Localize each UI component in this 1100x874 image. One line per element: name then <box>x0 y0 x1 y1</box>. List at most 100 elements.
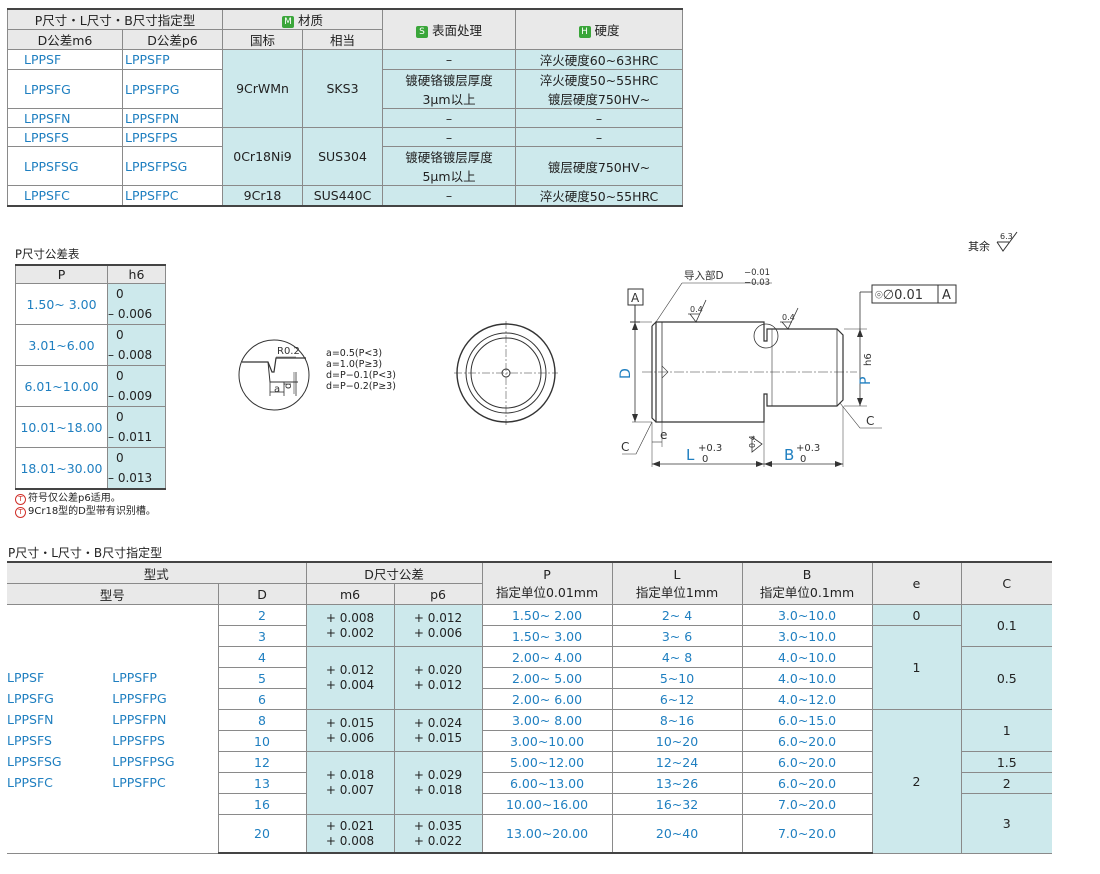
formula-line: a=1.0(P≥3) <box>326 359 383 370</box>
header-p-label: P <box>543 566 551 582</box>
header-p6: p6 <box>393 583 483 605</box>
header-b: B 指定单位0.1mm <box>741 561 873 605</box>
detail-a: a <box>274 384 280 395</box>
p-range: 2.00~ 5.00 <box>481 667 613 689</box>
dim-d: D <box>618 368 634 379</box>
groove-detail-drawing: R0.2 a d <box>238 339 310 411</box>
model-m6: LPPSFG <box>7 69 123 109</box>
surface-line: 5μm以上 <box>422 169 476 184</box>
col-p: P <box>15 264 108 284</box>
note-1-text: 符号仅公差p6适用。 <box>28 493 121 504</box>
h6-lower: – 0.011 <box>107 427 166 448</box>
surface-line: 3μm以上 <box>422 92 476 107</box>
d-value: 13 <box>217 772 307 794</box>
header-surface-label: 表面处理 <box>432 23 483 38</box>
header-l-label: L <box>673 566 681 582</box>
material-gb: 9CrWMn <box>222 49 304 128</box>
header-dtol: D尺寸公差 <box>305 561 483 584</box>
dim-l: L <box>686 446 695 464</box>
p6-tol: + 0.012+ 0.006 <box>393 604 483 647</box>
tol-upper: + 0.015 <box>325 715 375 730</box>
h6-lower: – 0.009 <box>107 386 166 407</box>
model-m6: LPPSFSG <box>7 754 62 769</box>
p6-tol: + 0.029+ 0.018 <box>393 751 483 815</box>
d-value: 20 <box>217 814 307 854</box>
lead-label: 导入部D <box>684 269 724 282</box>
b-range: 4.0~10.0 <box>741 667 873 689</box>
header-plb: P尺寸・L尺寸・B尺寸指定型 <box>6 8 224 30</box>
roughness-note-label: 其余 <box>968 240 990 253</box>
dim-p: P <box>858 377 874 385</box>
model-p6: LPPSFPSG <box>121 146 224 186</box>
p-range: 5.00~12.00 <box>481 751 613 773</box>
p-range: 13.00~20.00 <box>481 814 613 854</box>
l-range: 5~10 <box>611 667 743 689</box>
l-range: 3~ 6 <box>611 625 743 647</box>
hardness-value: 镀层硬度750HV~ <box>515 146 684 186</box>
e-value: 0 <box>871 604 962 626</box>
h6-lower: – 0.013 <box>107 468 166 490</box>
l-range: 8~16 <box>611 709 743 731</box>
tol-lower: + 0.015 <box>413 730 463 745</box>
tol-upper: + 0.020 <box>413 663 463 677</box>
l-range: 13~26 <box>611 772 743 794</box>
model-m6: LPPSFS <box>7 733 52 748</box>
c-value: 3 <box>960 793 1053 854</box>
detail-d: d <box>283 383 294 389</box>
model-p6: LPPSFP <box>112 670 157 685</box>
header-e: e <box>871 561 962 605</box>
b-range: 6.0~20.0 <box>741 730 873 752</box>
material-equiv: SUS440C <box>302 185 384 207</box>
surface-value: – <box>382 127 517 147</box>
tol-upper: + 0.035 <box>413 818 463 833</box>
m6-tol: + 0.018+ 0.007 <box>305 751 395 815</box>
p-range: 2.00~ 6.00 <box>481 688 613 710</box>
model-p6: LPPSFP <box>121 49 224 70</box>
surface-value: – <box>382 185 517 207</box>
header-c: C <box>960 561 1053 605</box>
model-m6: LPPSFC <box>7 775 53 790</box>
tol-frame: ⌾∅0.01 <box>875 288 923 303</box>
side-view-drawing: A D P h6 ⌾∅0.01 A 导入部D −0.01 −0.03 0.4 0… <box>618 268 957 467</box>
tol-upper: + 0.029 <box>413 768 463 782</box>
header-p-unit: 指定单位0.01mm <box>495 584 599 600</box>
header-gb: 国标 <box>222 29 304 50</box>
d-value: 3 <box>217 625 307 647</box>
p-range: 1.50~ 3.00 <box>15 283 108 325</box>
formula-line: d=P−0.2(P≥3) <box>326 381 396 392</box>
tol-lower: + 0.018 <box>413 783 463 797</box>
model-p6: LPPSFPG <box>121 69 224 109</box>
dim-l-zero: 0 <box>702 454 708 465</box>
tol-lower: + 0.004 <box>325 678 375 692</box>
header-b-label: B <box>802 566 812 582</box>
h6-upper: 0 <box>107 406 166 427</box>
header-b-unit: 指定单位0.1mm <box>759 584 855 600</box>
rough-2: 0.4 <box>782 313 795 322</box>
note-mark-icon: T <box>15 494 26 505</box>
tol-datum: A <box>942 288 951 303</box>
tol-lower: + 0.006 <box>325 730 375 745</box>
tol-upper: + 0.021 <box>325 818 375 833</box>
d-value: 2 <box>217 604 307 626</box>
l-range: 12~24 <box>611 751 743 773</box>
l-range: 2~ 4 <box>611 604 743 626</box>
p-range: 3.00~10.00 <box>481 730 613 752</box>
l-range: 16~32 <box>611 793 743 815</box>
lead-tol-u: −0.01 <box>744 268 770 278</box>
h6-upper: 0 <box>107 447 166 468</box>
hardness-value: – <box>515 127 684 147</box>
surface-badge: S <box>416 26 429 38</box>
model-m6: LPPSFG <box>7 691 54 706</box>
tol-upper: + 0.008 <box>325 610 375 625</box>
c-value: 0.1 <box>960 604 1053 647</box>
p-range: 1.50~ 3.00 <box>481 625 613 647</box>
model-m6: LPPSFC <box>7 185 123 207</box>
roughness-note-value: 6.3 <box>1000 232 1013 241</box>
p6-tol: + 0.020+ 0.012 <box>393 646 483 710</box>
header-dm6: D公差m6 <box>7 29 123 50</box>
tol-upper: + 0.024 <box>413 715 463 730</box>
material-equiv: SKS3 <box>302 49 384 128</box>
